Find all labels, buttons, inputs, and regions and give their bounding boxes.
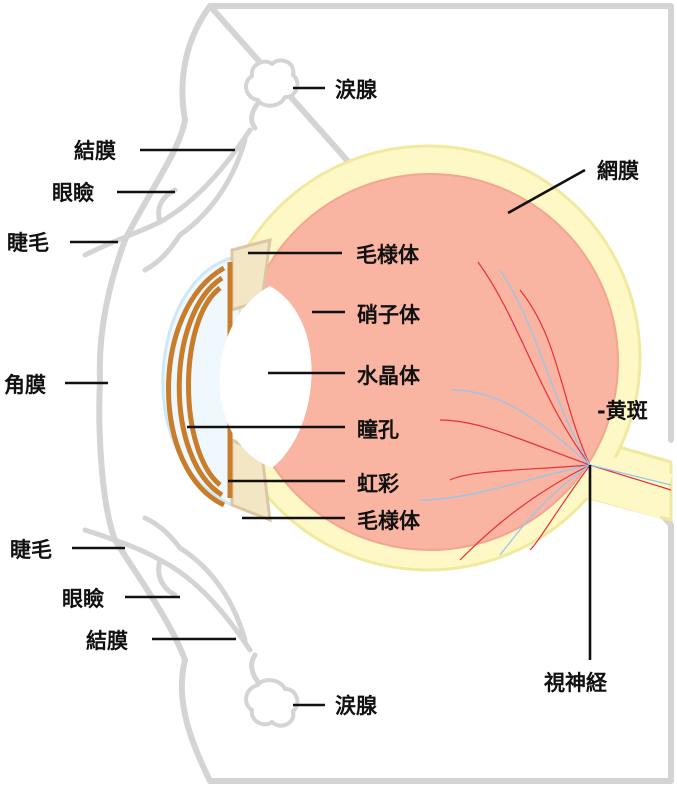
label-conjunctiva-top: 結膜 — [74, 139, 116, 163]
lacrimal-gland-bottom — [244, 678, 300, 728]
upper-eyelid — [82, 92, 268, 273]
lower-eyelid — [82, 515, 268, 693]
label-eyelash-top: 睫毛 — [7, 231, 49, 255]
label-pupil: 瞳孔 — [357, 418, 399, 442]
iris — [166, 262, 233, 508]
head-outline — [96, 3, 674, 784]
label-macula: -黄斑 — [597, 399, 648, 423]
label-retina: 網膜 — [597, 159, 639, 183]
label-optic-nerve: 視神経 — [543, 671, 608, 695]
label-eyelid-bottom: 眼瞼 — [62, 587, 104, 611]
label-ciliary-body-top: 毛様体 — [356, 243, 420, 267]
label-iris: 虹彩 — [357, 472, 399, 496]
label-ciliary-body-bottom: 毛様体 — [357, 509, 421, 533]
lacrimal-gland-top — [244, 58, 300, 108]
leader-lines — [65, 86, 592, 707]
label-conjunctiva-bottom: 結膜 — [86, 629, 128, 653]
label-cornea: 角膜 — [4, 373, 46, 397]
label-eyelash-bottom: 睫毛 — [10, 538, 52, 562]
blood-vessels — [419, 261, 672, 561]
label-eyelid-top: 眼瞼 — [52, 181, 94, 205]
label-lacrimal-gland-top: 涙腺 — [335, 78, 378, 102]
lens — [219, 286, 312, 468]
label-lens: 水晶体 — [357, 364, 421, 388]
label-lacrimal-gland-bottom: 涙腺 — [335, 694, 378, 718]
label-vitreous: 硝子体 — [357, 303, 421, 327]
